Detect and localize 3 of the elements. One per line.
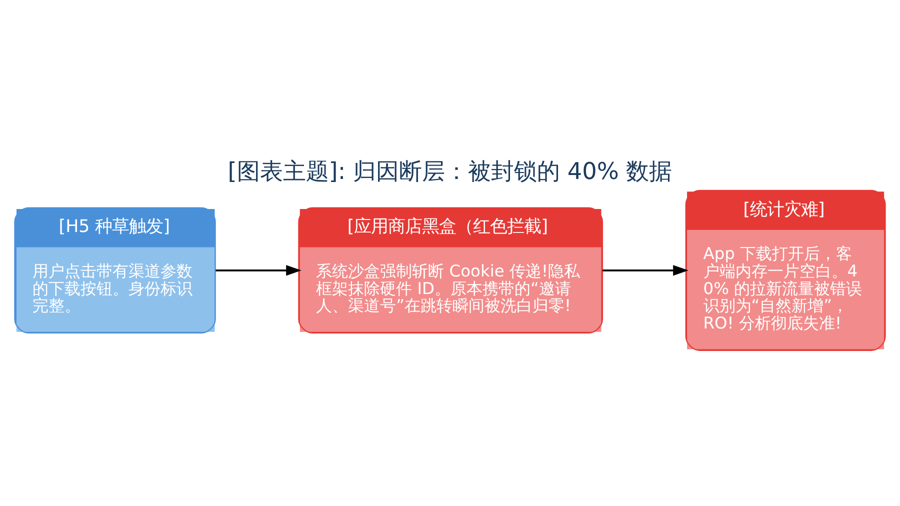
arrow xyxy=(216,265,302,276)
diagram-title: [图表主题]: 归因断层：被封锁的 40% 数据 xyxy=(228,158,672,185)
arrow xyxy=(602,265,688,276)
